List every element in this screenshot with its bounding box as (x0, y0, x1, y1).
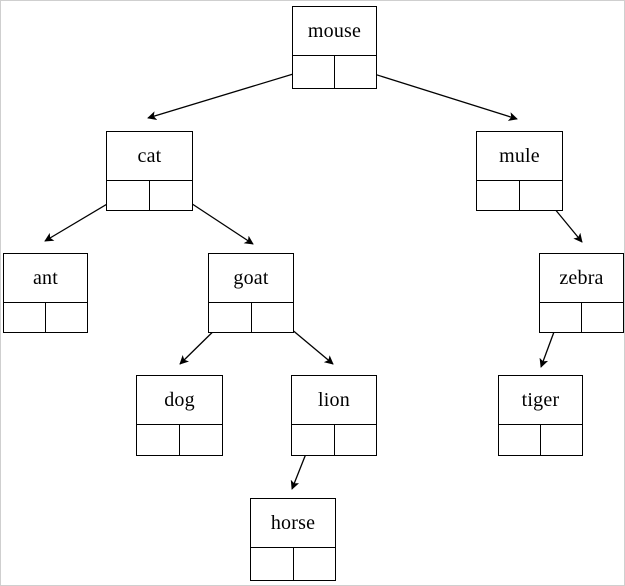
tree-node-pointer-cells (209, 302, 293, 332)
tree-node-label: mule (499, 145, 540, 167)
tree-node-label: lion (318, 389, 350, 411)
tree-node-left-pointer-cell[interactable] (4, 303, 46, 332)
tree-node-left-pointer-cell[interactable] (209, 303, 252, 332)
tree-node-pointer-cells (292, 424, 376, 455)
tree-node-left-pointer-cell[interactable] (540, 303, 582, 332)
tree-node-pointer-cells (477, 180, 562, 210)
tree-node-label: goat (233, 267, 269, 289)
tree-node-right-pointer-cell[interactable] (334, 425, 376, 455)
tree-node-zebra[interactable]: zebra (539, 253, 624, 333)
tree-node-label: ant (32, 267, 59, 289)
tree-edge-mouse-right-to-mule (354, 67, 518, 121)
tree-node-left-pointer-cell[interactable] (477, 181, 520, 210)
tree-node-goat[interactable]: goat (208, 253, 294, 333)
tree-node-ant[interactable]: ant (3, 253, 88, 333)
tree-node-label: mouse (307, 20, 362, 42)
tree-node-pointer-cells (293, 55, 376, 88)
tree-node-cat[interactable]: cat (106, 131, 193, 211)
tree-node-pointer-cells (107, 180, 192, 210)
tree-node-lion[interactable]: lion (291, 375, 377, 456)
tree-node-left-pointer-cell[interactable] (292, 425, 335, 455)
tree-node-label: dog (164, 389, 195, 411)
tree-node-right-pointer-cell[interactable] (251, 303, 293, 332)
tree-node-left-pointer-cell[interactable] (137, 425, 180, 455)
tree-node-pointer-cells (251, 547, 335, 580)
tree-node-right-pointer-cell[interactable] (46, 303, 87, 332)
tree-node-label: cat (137, 145, 162, 167)
tree-node-right-pointer-cell[interactable] (520, 181, 562, 210)
tree-node-right-pointer-cell[interactable] (541, 425, 582, 455)
tree-node-pointer-cells (4, 302, 87, 332)
tree-node-pointer-cells (499, 424, 582, 455)
tree-node-pointer-cells (137, 424, 222, 455)
tree-node-right-pointer-cell[interactable] (293, 548, 335, 580)
tree-node-right-pointer-cell[interactable] (150, 181, 192, 210)
tree-node-right-pointer-cell[interactable] (582, 303, 623, 332)
tree-node-horse[interactable]: horse (250, 498, 336, 581)
tree-node-label: zebra (559, 267, 604, 289)
tree-node-dog[interactable]: dog (136, 375, 223, 456)
tree-node-left-pointer-cell[interactable] (251, 548, 294, 580)
tree-node-label: horse (270, 512, 316, 534)
tree-node-left-pointer-cell[interactable] (107, 181, 150, 210)
tree-node-left-pointer-cell[interactable] (293, 56, 335, 88)
tree-node-label: tiger (521, 389, 560, 411)
tree-node-right-pointer-cell[interactable] (335, 56, 376, 88)
tree-node-right-pointer-cell[interactable] (180, 425, 222, 455)
tree-edge-mouse-left-to-cat (147, 67, 314, 120)
tree-node-tiger[interactable]: tiger (498, 375, 583, 456)
tree-node-left-pointer-cell[interactable] (499, 425, 541, 455)
tree-node-mouse[interactable]: mouse (292, 6, 377, 89)
tree-node-pointer-cells (540, 302, 623, 332)
tree-node-mule[interactable]: mule (476, 131, 563, 211)
